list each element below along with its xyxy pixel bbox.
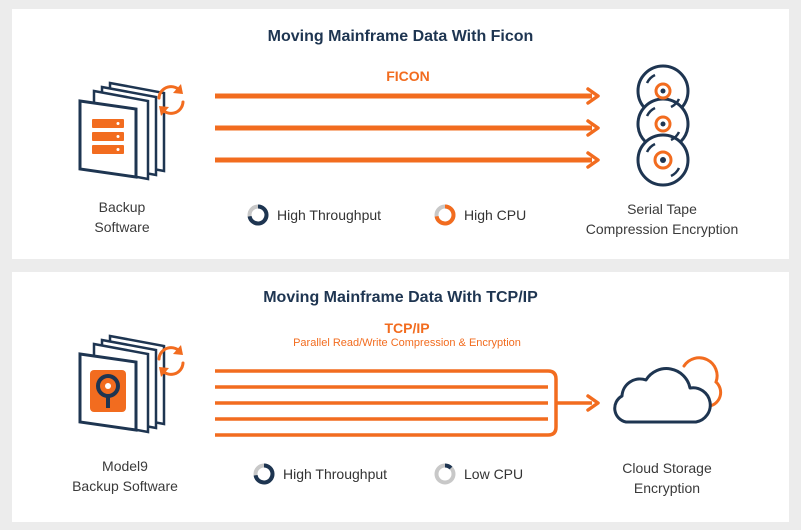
target-label-line2: Encryption	[633, 480, 701, 496]
target-label: Cloud Storage Encryption	[592, 458, 742, 498]
source-label-line2: Software	[94, 219, 150, 235]
source-label-line1: Backup	[98, 199, 146, 215]
sync-icon	[157, 345, 185, 377]
legend-label: High Throughput	[277, 207, 382, 223]
legend-high-cpu: High CPU	[434, 204, 526, 226]
legend-high-throughput: High Throughput	[253, 463, 387, 485]
ficon-arrows	[215, 87, 600, 169]
source-label: Backup Software	[64, 197, 180, 237]
tape-reels-icon	[636, 64, 690, 187]
tcp-panel: Moving Mainframe Data With TCP/IP Model9…	[12, 272, 789, 522]
target-label-line1: Cloud Storage	[622, 460, 712, 476]
target-label-line1: Serial Tape	[627, 201, 697, 217]
source-label: Model9 Backup Software	[57, 456, 193, 496]
source-label-line2: Backup Software	[72, 478, 178, 494]
tcp-panel-title: Moving Mainframe Data With TCP/IP	[263, 289, 538, 306]
legend-label: High CPU	[464, 207, 527, 223]
ficon-panel-title: Moving Mainframe Data With Ficon	[267, 28, 534, 45]
throughput-ring-icon	[253, 463, 275, 485]
throughput-ring-icon	[247, 204, 269, 226]
cloud-icon	[613, 356, 723, 424]
sync-icon	[157, 84, 185, 116]
legend-low-cpu: Low CPU	[434, 463, 523, 485]
legend-label: High Throughput	[283, 466, 388, 482]
source-label-line1: Model9	[102, 458, 148, 474]
server-stack-icon	[78, 81, 166, 181]
model9-stack-icon	[78, 334, 166, 434]
cpu-ring-icon	[434, 204, 456, 226]
legend-label: Low CPU	[464, 466, 524, 482]
ficon-panel: Moving Mainframe Data With Ficon Backup …	[12, 9, 789, 259]
tcpip-sublabel: Parallel Read/Write Compression & Encryp…	[293, 337, 521, 349]
ficon-label: FICON	[386, 68, 430, 84]
target-label-line2: Compression Encryption	[585, 221, 739, 237]
tcpip-label: TCP/IP	[384, 320, 430, 336]
target-label: Serial Tape Compression Encryption	[562, 199, 762, 239]
cpu-ring-icon	[434, 463, 456, 485]
legend-high-throughput: High Throughput	[247, 204, 381, 226]
tcpip-streams	[215, 369, 600, 437]
